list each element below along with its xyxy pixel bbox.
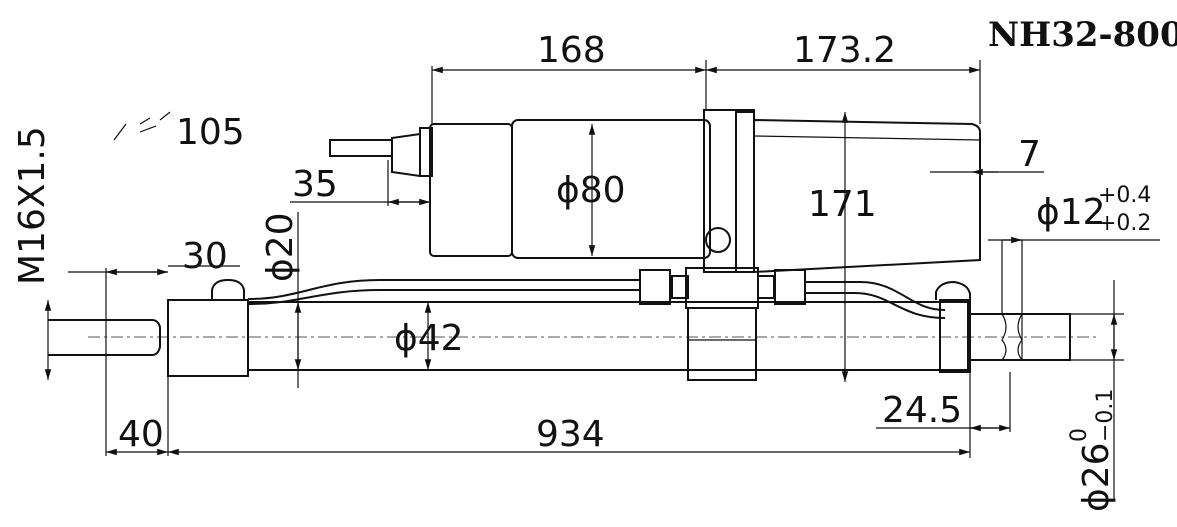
dim-eye-offset: 7 <box>1018 134 1041 175</box>
dim-stroke-len: 934 <box>536 414 605 455</box>
fitting-left <box>639 269 671 305</box>
dim-rod-end-len: 40 <box>118 414 164 455</box>
dim-slope: 105 <box>176 112 245 153</box>
motor-cap <box>429 123 513 257</box>
fitting-right <box>774 269 806 305</box>
oil-pipe-left <box>247 279 640 300</box>
dim-clevis-tol-upper: 0 <box>1067 428 1092 442</box>
vent-screw <box>705 227 731 253</box>
dim-pin-dia: ϕ12 <box>1036 192 1106 233</box>
dim-housing-height: 171 <box>808 184 877 225</box>
center-clamp <box>687 307 757 381</box>
dim-boss-len: 30 <box>182 236 228 277</box>
cable <box>329 139 393 157</box>
dimension-labels: 168 173.2 105 M16X1.5 35 ϕ80 ϕ20 171 7 ϕ… <box>12 30 1151 512</box>
actuator-body <box>48 109 1100 381</box>
clevis <box>969 313 1071 361</box>
end-cap <box>935 280 971 300</box>
model-title: NH32-800 <box>988 15 1177 55</box>
dim-pin-tol-upper: +0.4 <box>1098 183 1151 208</box>
clevis-pin <box>1001 313 1007 361</box>
dim-cable-offset: 35 <box>292 164 338 205</box>
boss-cap <box>211 278 245 300</box>
motor-housing <box>511 119 711 259</box>
oil-pipe-right <box>805 281 946 311</box>
slope-symbol <box>113 111 171 141</box>
pump-housing <box>753 118 981 274</box>
dim-bracket-width: 173.2 <box>793 30 896 71</box>
dim-clevis-tol-lower: −0.1 <box>1093 389 1118 442</box>
main-tube <box>247 301 969 371</box>
dim-thread: M16X1.5 <box>12 126 53 285</box>
dim-tube-dia: ϕ42 <box>394 318 464 359</box>
rod-end <box>48 319 161 356</box>
flange-plate <box>703 109 755 273</box>
dim-motor-width: 168 <box>537 30 606 71</box>
rod-end-boss <box>167 299 249 377</box>
dim-pin-tol-lower: +0.2 <box>1098 211 1151 236</box>
dimension-lines <box>44 60 1160 500</box>
dim-clevis-dia: ϕ26 <box>1076 442 1117 512</box>
dim-clevis-len: 24.5 <box>882 390 962 431</box>
dim-motor-dia: ϕ80 <box>556 170 626 211</box>
connector <box>391 132 421 178</box>
dim-rod-end-dia: ϕ20 <box>260 212 301 282</box>
